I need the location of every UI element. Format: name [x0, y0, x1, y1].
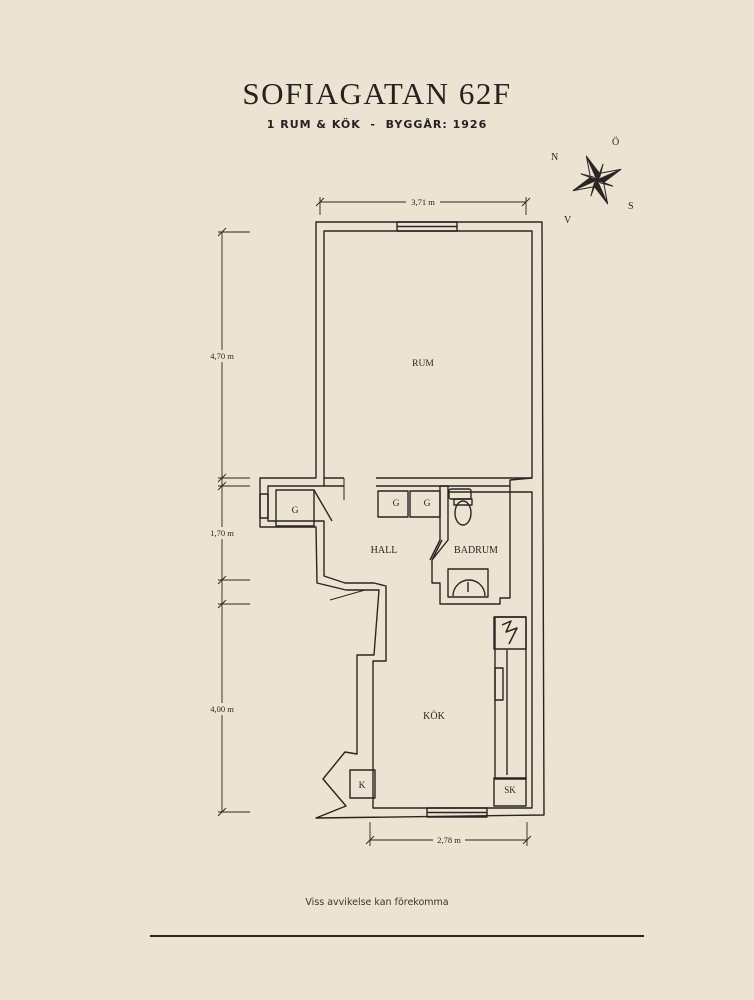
compass-north: N [551, 152, 558, 163]
label-fridge: K [359, 781, 366, 791]
dim-rum-height: 4,70 m [210, 351, 234, 361]
closet-1 [377, 490, 409, 518]
inner-wall [267, 230, 533, 809]
closet-hall [275, 489, 315, 527]
compass-rose-icon [572, 155, 622, 205]
dim-top-width: 3,71 m [411, 197, 435, 207]
window-hall [259, 493, 269, 519]
shower [447, 568, 489, 598]
room-hall: HALL [371, 545, 398, 556]
door-badrum [431, 539, 443, 561]
dim-kok-height: 4,00 m [210, 704, 234, 714]
bathroom-wall [431, 485, 511, 605]
label-closet-hall: G [292, 506, 299, 516]
cabinet-sk [493, 777, 527, 807]
compass-east: Ö [612, 136, 619, 148]
compass-west: V [564, 215, 572, 226]
door-entrance [329, 589, 366, 601]
label-closet-2: G [424, 499, 431, 509]
dim-hall-height: 1,70 m [210, 528, 234, 538]
page-subtitle: 1 RUM & KÖK - BYGGÅR: 1926 [266, 118, 488, 131]
label-cabinet: SK [504, 785, 516, 795]
room-badrum: BADRUM [454, 545, 498, 556]
outer-wall [259, 221, 545, 819]
room-kok: KÖK [423, 710, 445, 722]
fridge [349, 769, 376, 799]
toilet [454, 500, 472, 526]
sink [448, 488, 472, 500]
label-closet-1: G [393, 499, 400, 509]
compass-south: S [628, 201, 634, 212]
stove [493, 616, 527, 650]
page-title: SOFIAGATAN 62F [242, 76, 512, 111]
footer-divider [150, 935, 644, 937]
disclaimer-note: Viss avvikelse kan förekomma [305, 897, 449, 908]
dim-bottom-width: 2,78 m [437, 835, 461, 845]
room-rum: RUM [412, 359, 434, 369]
